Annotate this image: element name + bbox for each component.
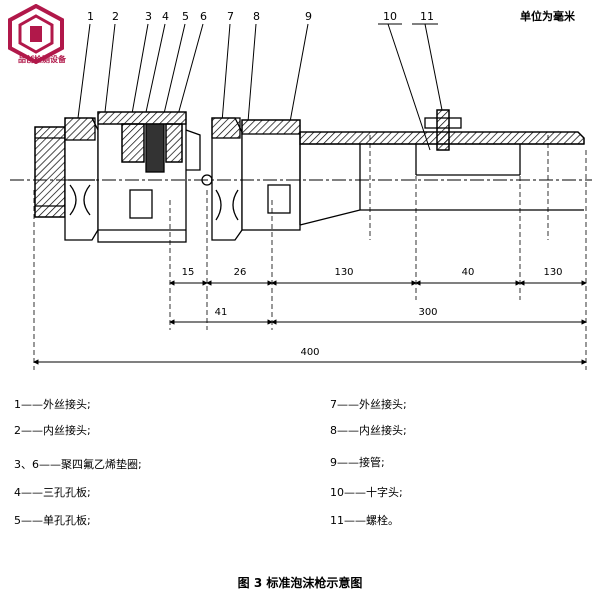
figure-caption: 图 3 标准泡沫枪示意图 <box>237 576 363 590</box>
dim-26: 26 <box>234 267 247 278</box>
callout-10: 10 <box>383 10 397 23</box>
gun-body <box>34 109 585 243</box>
legend-item-1: 1——外丝接头; <box>14 398 91 411</box>
legend-item-9: 9——接管; <box>330 456 385 469</box>
callout-11: 11 <box>420 10 434 23</box>
dim-130-a: 130 <box>334 267 353 278</box>
legend-item-7: 7——外丝接头; <box>330 398 407 411</box>
extension-lines <box>33 135 587 370</box>
legend-item-10: 10——十字头; <box>330 486 403 499</box>
callout-1: 1 <box>87 10 94 23</box>
dim-41: 41 <box>215 307 228 318</box>
callout-7: 7 <box>227 10 234 23</box>
dim-130-b: 130 <box>543 267 562 278</box>
callout-2: 2 <box>112 10 119 23</box>
dim-15: 15 <box>182 267 195 278</box>
callout-6: 6 <box>200 10 207 23</box>
callout-9: 9 <box>305 10 312 23</box>
legend-item-3-6: 3、6——聚四氟乙烯垫圈; <box>14 458 142 471</box>
callout-8: 8 <box>253 10 260 23</box>
dim-400: 400 <box>300 347 319 358</box>
dim-300: 300 <box>418 307 437 318</box>
legend-item-2: 2——内丝接头; <box>14 424 91 437</box>
callout-4: 4 <box>162 10 169 23</box>
dimension-values: 15 26 130 40 130 41 300 400 <box>182 267 563 358</box>
callout-5: 5 <box>182 10 189 23</box>
dimension-lines <box>33 280 587 365</box>
unit-note: 单位为毫米 <box>520 10 575 23</box>
callout-leaders <box>77 23 443 163</box>
callout-numbers: 1 2 3 4 5 6 7 8 9 10 11 <box>87 10 434 23</box>
logo-text: 品创检测设备 <box>18 55 66 64</box>
dim-40: 40 <box>462 267 475 278</box>
legend-item-11: 11——螺栓。 <box>330 514 399 527</box>
legend-item-8: 8——内丝接头; <box>330 424 407 437</box>
brand-logo-icon <box>8 4 64 64</box>
callout-3: 3 <box>145 10 152 23</box>
legend-item-4: 4——三孔孔板; <box>14 486 91 499</box>
legend-item-5: 5——单孔孔板; <box>14 514 91 527</box>
